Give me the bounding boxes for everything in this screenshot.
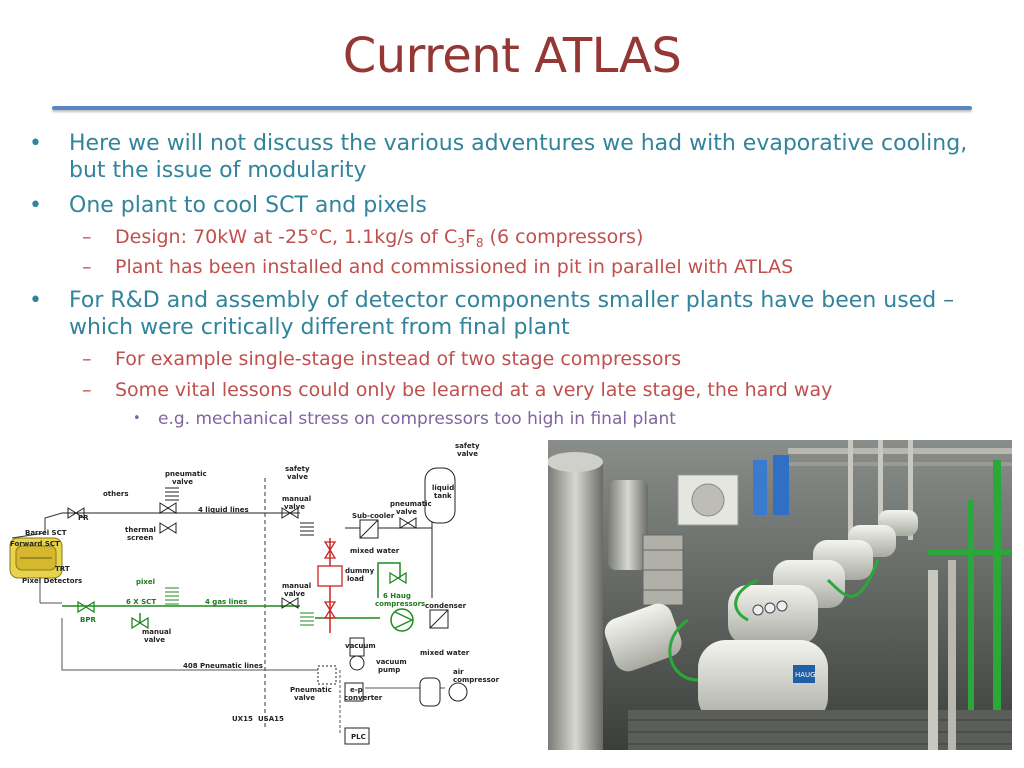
diagram-label: valve <box>287 473 308 481</box>
bullet-glyph: • <box>29 193 42 218</box>
diagram-label: load <box>347 575 364 583</box>
bullet-3-text: For R&D and assembly of detector compone… <box>69 288 955 340</box>
dash-glyph: – <box>82 348 92 370</box>
cooling-schematic: safety valve safety valve others pneumat… <box>0 438 545 758</box>
bullet-glyph: • <box>133 411 141 426</box>
diagram-label: Barrel SCT <box>25 529 67 537</box>
diagram-label: vacuum <box>345 642 376 650</box>
diagram-label: 4 gas lines <box>205 598 247 606</box>
bullet-glyph: • <box>29 131 42 156</box>
compressor-icon <box>390 608 414 632</box>
diagram-label: 6 Haug <box>383 592 411 600</box>
sub-bullet-lessons: – Some vital lessons could only be learn… <box>82 378 995 402</box>
slide-title: Current ATLAS <box>342 28 682 84</box>
condenser-icon <box>429 609 449 629</box>
plc-icon <box>344 727 370 745</box>
sub-cooler-icon <box>359 519 379 539</box>
bullet-1: • Here we will not discuss the various a… <box>29 130 989 184</box>
dash-glyph: – <box>82 256 92 278</box>
diagram-label: pneumatic <box>165 470 207 478</box>
dash-glyph: – <box>82 226 92 248</box>
diagram-label: vacuum <box>376 658 407 666</box>
diagram-label: valve <box>294 694 315 702</box>
design-suffix: (6 compressors) <box>483 226 644 248</box>
diagram-label: tank <box>434 492 452 500</box>
manifold-icon <box>165 487 314 536</box>
diagram-label: PLC <box>351 733 366 741</box>
diagram-label: compressor <box>453 676 500 684</box>
design-sub-3: 3 <box>457 236 465 250</box>
sub-sub-bullet-stress: • e.g. mechanical stress on compressors … <box>133 408 978 430</box>
diagram-label: condenser <box>425 602 467 610</box>
diagram-label: valve <box>284 503 305 511</box>
diagram-label: BPR <box>80 616 96 624</box>
diagram-label: others <box>103 490 129 498</box>
diagram-label: Sub-cooler <box>352 512 395 520</box>
bullet-2: • One plant to cool SCT and pixels <box>29 192 989 219</box>
green-manifold-icon <box>165 587 314 626</box>
diagram-label: 4 liquid lines <box>198 506 249 514</box>
sub-sub-bullet-stress-text: e.g. mechanical stress on compressors to… <box>158 409 676 429</box>
green-valve-icon <box>77 571 407 630</box>
compressor-row <box>604 510 918 725</box>
diagram-label: mixed water <box>350 547 400 555</box>
title-underline <box>52 106 972 110</box>
design-mid: F <box>464 226 476 248</box>
diagram-label: valve <box>284 590 305 598</box>
diagram-label: thermal <box>125 526 156 534</box>
sub-bullet-lessons-text: Some vital lessons could only be learned… <box>115 379 833 401</box>
bullet-2-text: One plant to cool SCT and pixels <box>69 193 427 218</box>
diagram-label: pneumatic <box>390 500 432 508</box>
diagram-label: liquid <box>432 484 454 492</box>
air-compressor-icon <box>419 677 468 707</box>
plant-photo: HAUG <box>548 440 1012 750</box>
design-sub-8: 8 <box>475 236 484 250</box>
sub-bullet-example-text: For example single-stage instead of two … <box>115 348 682 370</box>
diagram-label: valve <box>172 478 193 486</box>
diagram-label: valve <box>396 508 417 516</box>
bullet-glyph: • <box>29 288 42 313</box>
diagram-label: 6 X SCT <box>126 598 156 606</box>
diagram-label: Pneumatic <box>290 686 332 694</box>
diagram-label: safety <box>455 442 480 450</box>
diagram-label: USA15 <box>258 715 284 723</box>
diagram-label: valve <box>457 450 478 458</box>
diagram-label: Pixel Detectors <box>22 577 82 585</box>
diagram-label: screen <box>127 534 153 542</box>
bullet-3: • For R&D and assembly of detector compo… <box>29 287 989 341</box>
design-prefix: Design: 70kW at -25°C, 1.1kg/s of C <box>115 226 458 248</box>
red-valve-icon <box>317 541 343 619</box>
diagram-label: manual <box>282 582 311 590</box>
diagram-label: pixel <box>136 578 155 586</box>
diagram-label: e-p <box>350 686 363 694</box>
sub-bullet-design: – Design: 70kW at -25°C, 1.1kg/s of C3F8… <box>82 225 995 250</box>
diagram-label: UX15 <box>232 715 253 723</box>
diagram-label: dummy <box>345 567 375 575</box>
diagram-label: PR <box>78 514 89 522</box>
diagram-label: Forward SCT <box>10 540 60 548</box>
diagram-label: valve <box>144 636 165 644</box>
ep-converter-icon <box>317 665 364 702</box>
liquid-tank-icon <box>424 467 456 524</box>
diagram-label: safety <box>285 465 310 473</box>
dash-glyph: – <box>82 379 92 401</box>
vacuum-pump-icon <box>349 637 365 671</box>
diagram-label: TRT <box>55 565 70 573</box>
diagram-label: manual <box>142 628 171 636</box>
haug-badge: HAUG <box>795 671 816 679</box>
diagram-label: manual <box>282 495 311 503</box>
bullet-1-text: Here we will not discuss the various adv… <box>69 131 968 183</box>
sub-bullet-example: – For example single-stage instead of tw… <box>82 347 995 371</box>
diagram-label: air <box>453 668 464 676</box>
diagram-label: compressors <box>375 600 425 608</box>
valve-icon <box>67 502 417 609</box>
diagram-label: mixed water <box>420 649 470 657</box>
sub-bullet-installed-text: Plant has been installed and commissione… <box>115 256 794 278</box>
sub-bullet-installed: – Plant has been installed and commissio… <box>82 255 995 279</box>
diagram-label: 408 Pneumatic lines <box>183 662 263 670</box>
detector-icon <box>9 537 63 579</box>
diagram-label: converter <box>344 694 383 702</box>
diagram-label: pump <box>378 666 400 674</box>
